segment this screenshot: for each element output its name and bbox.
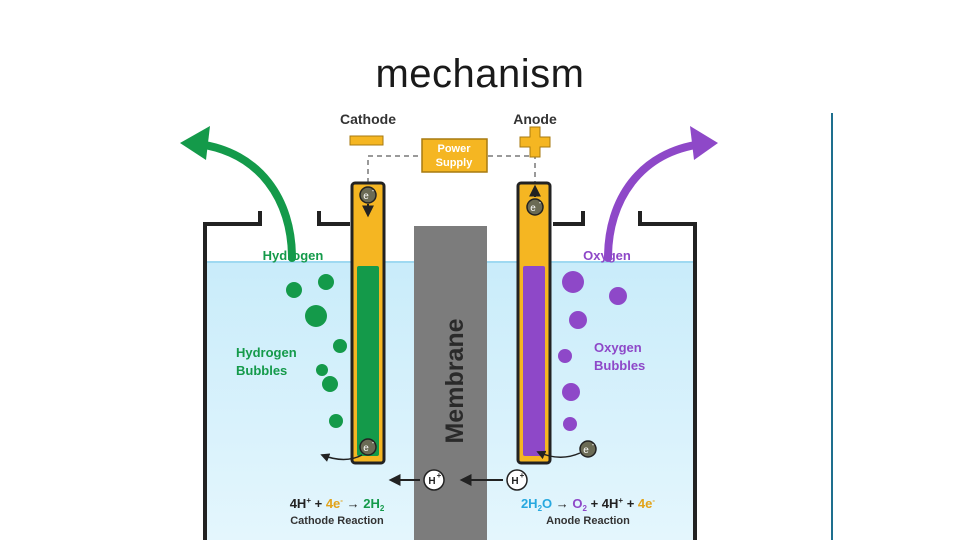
svg-text:H: H — [511, 476, 518, 487]
hydrogen-bubbles — [286, 274, 347, 428]
tank-wall — [203, 211, 262, 540]
proton-right: H + — [506, 469, 528, 491]
plus-sign-icon — [519, 126, 551, 158]
svg-text:e: e — [583, 445, 589, 456]
oxygen-bubbles — [558, 271, 627, 431]
electron-top-cathode: e - — [359, 186, 377, 204]
oxygen-gas-arrow — [604, 140, 706, 262]
hydrogen-bubble — [329, 414, 343, 428]
oxygen-bubble — [562, 271, 584, 293]
svg-text:+: + — [520, 471, 525, 480]
electron-arrow — [536, 450, 581, 460]
power-supply-label: Power — [437, 143, 471, 155]
anode-reaction-equation: 2H2O → O2 + 4H+ + 4e- — [521, 496, 655, 513]
tank-wall — [553, 211, 585, 226]
membrane — [414, 226, 487, 540]
hydrogen-bubbles-label: Hydrogen — [236, 345, 297, 360]
hydrogen-bubbles-label: Bubbles — [236, 363, 287, 378]
hydrogen-label: Hydrogen — [263, 248, 324, 263]
anode-oxygen-column — [523, 266, 545, 456]
hydrogen-bubble — [286, 282, 302, 298]
membrane-label: Membrane — [441, 318, 469, 443]
svg-text:-: - — [539, 198, 542, 207]
oxygen-bubbles-label: Bubbles — [594, 358, 645, 373]
cathode-reaction-caption: Cathode Reaction — [290, 515, 384, 527]
tank-wall — [317, 211, 350, 226]
svg-text:+: + — [437, 471, 442, 480]
oxygen-bubble — [562, 383, 580, 401]
power-supply — [421, 138, 488, 173]
electron-arrow — [320, 453, 363, 462]
hydrogen-bubble — [316, 364, 328, 376]
vertical-divider-line — [831, 113, 833, 540]
oxygen-bubble — [569, 311, 587, 329]
circuit-wire — [367, 155, 421, 183]
svg-text:e: e — [530, 203, 536, 214]
slide-title: mechanism — [375, 52, 585, 96]
svg-text:-: - — [372, 438, 375, 447]
minus-sign-icon — [349, 135, 384, 146]
cathode-hydrogen-column — [357, 266, 379, 456]
svg-text:e: e — [363, 443, 369, 454]
svg-text:-: - — [592, 440, 595, 449]
hydrogen-bubble — [322, 376, 338, 392]
anode-reaction-caption: Anode Reaction — [546, 515, 630, 527]
power-supply-label: Supply — [436, 157, 474, 169]
oxygen-bubble — [558, 349, 572, 363]
hydrogen-bubble — [305, 305, 327, 327]
circuit-wire — [488, 155, 536, 183]
oxygen-label: Oxygen — [583, 248, 631, 263]
svg-text:-: - — [372, 186, 375, 195]
hydrogen-gas-arrowhead — [180, 126, 210, 160]
electron-top-anode: e - — [526, 198, 544, 216]
anode-label: Anode — [513, 111, 557, 127]
hydrogen-gas-arrow — [194, 140, 296, 262]
cathode-label: Cathode — [340, 111, 396, 127]
oxygen-gas-arrowhead — [690, 126, 718, 160]
tank-wall — [638, 211, 697, 540]
oxygen-bubble — [609, 287, 627, 305]
svg-text:e: e — [363, 191, 369, 202]
hydrogen-bubble — [333, 339, 347, 353]
oxygen-bubbles-label: Oxygen — [594, 340, 642, 355]
hydrogen-bubble — [318, 274, 334, 290]
cathode-reaction-equation: 4H+ + 4e- → 2H2 — [290, 496, 385, 513]
oxygen-bubble — [563, 417, 577, 431]
proton-left: H + — [423, 469, 445, 491]
svg-text:H: H — [428, 476, 435, 487]
electron-bottom-cathode: e - — [359, 438, 377, 456]
electron-bottom-anode: e - — [579, 440, 597, 458]
